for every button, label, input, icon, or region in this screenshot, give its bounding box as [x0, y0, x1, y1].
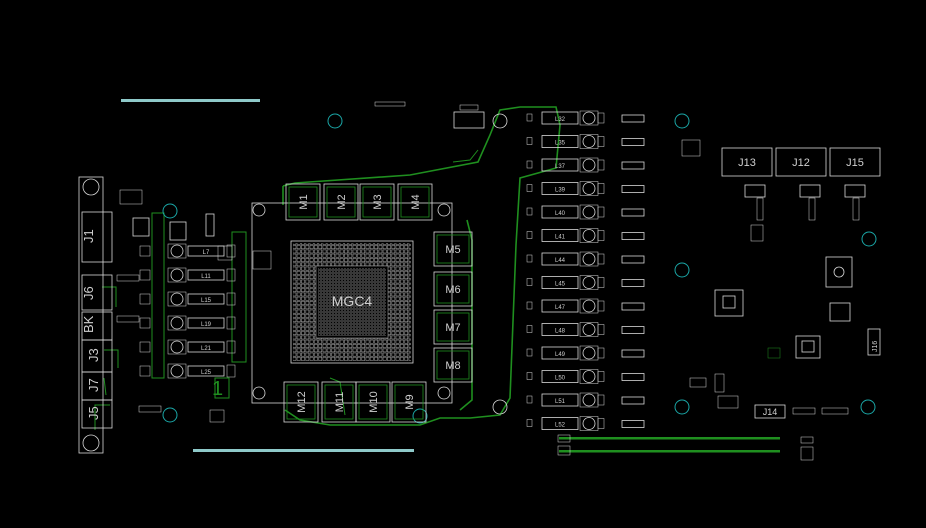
inductor: L39: [526, 181, 645, 196]
connector-label-j16: J16: [872, 341, 879, 352]
memory-chip-label: M6: [445, 284, 460, 296]
inductor-label: L37: [555, 164, 566, 170]
memory-chip: M6: [433, 271, 473, 307]
inductor-label: L41: [555, 235, 566, 241]
bus-bars: [121, 99, 814, 461]
connector-label-j5: J5: [86, 406, 101, 420]
right-components: J13 J12 J15 J16 J14: [681, 139, 881, 419]
memory-chip-label: M10: [368, 391, 380, 412]
connector-label-j12: J12: [792, 157, 810, 169]
inductor-label: L39: [555, 188, 566, 194]
memory-chip-label: M1: [298, 194, 310, 209]
inductor: L51: [526, 392, 645, 408]
gpu-label: MGC4: [332, 293, 373, 309]
left-connectors: J1 J6 BK J3 J7 J5: [78, 176, 113, 454]
inductor: L21: [139, 339, 236, 355]
inductor-label: L11: [201, 274, 211, 280]
memory-chip-label: M8: [445, 360, 460, 372]
memory-chip: M7: [433, 309, 473, 345]
memory-chip-label: M3: [372, 194, 384, 209]
inductor-label: L52: [555, 423, 566, 429]
connector-label-j1: J1: [81, 229, 96, 243]
inductor-label: L32: [555, 117, 566, 123]
connector-label-j3: J3: [86, 348, 101, 362]
memory-chip: M3: [359, 183, 395, 221]
inductor: L7: [139, 243, 236, 259]
memory-chip: M4: [397, 183, 433, 221]
inductor-label: L7: [203, 250, 210, 256]
gpu-package: MGC4: [251, 202, 453, 404]
inductor-label: L19: [201, 322, 212, 328]
memory-chip: M12: [283, 381, 319, 423]
connector-label-j6: J6: [81, 286, 96, 300]
mounting-holes: [162, 113, 877, 424]
inductor-label: L25: [201, 370, 212, 376]
memory-chip: M2: [323, 183, 359, 221]
memory-chip: M9: [391, 381, 427, 423]
inductor-label: L49: [555, 352, 566, 358]
connector-label-bk: BK: [81, 315, 96, 333]
inductor-label: L15: [201, 298, 212, 304]
inductor: L25: [139, 363, 236, 379]
pad-label: 1: [212, 378, 223, 400]
connector-label-j13: J13: [738, 157, 756, 169]
memory-chip-label: M5: [445, 244, 460, 256]
memory-chip: M1: [285, 183, 321, 221]
inductor-label: L45: [555, 282, 566, 288]
inductor: L49: [526, 345, 645, 361]
inductor: L44: [526, 251, 645, 267]
memory-chip: M10: [355, 381, 391, 423]
memory-chip-label: M7: [445, 322, 460, 334]
memory-chip-label: M9: [404, 394, 416, 409]
memory-chip-label: M11: [334, 392, 346, 413]
inductor-label: L47: [555, 305, 566, 311]
memory-chip: M5: [433, 231, 473, 267]
inductor: L15: [139, 291, 236, 307]
inductor: L52: [526, 416, 645, 431]
inductor-label: L44: [555, 258, 566, 264]
right-vrm: L32L35L37L39L40L41L44L45L47L48L49L50L51L…: [526, 110, 645, 431]
inductor: L11: [139, 267, 236, 283]
memory-chip: M8: [433, 347, 473, 383]
inductor: L19: [139, 315, 236, 331]
inductor: L50: [526, 369, 645, 384]
memory-chip: M11: [321, 381, 357, 423]
inductor-label: L40: [555, 211, 566, 217]
connector-label-j15: J15: [846, 157, 864, 169]
inductor: L35: [526, 134, 645, 149]
inductor: L47: [526, 298, 645, 314]
connector-label-j7: J7: [86, 378, 101, 392]
memory-chip-label: M12: [296, 391, 308, 412]
inductor: L32: [526, 110, 645, 126]
inductor-label: L51: [555, 399, 566, 405]
inductor-label: L50: [555, 376, 566, 382]
inductor-label: L21: [201, 346, 212, 352]
inductor: L37: [526, 157, 645, 173]
memory-chip-label: M2: [336, 194, 348, 209]
inductor: L45: [526, 275, 645, 290]
inductor: L48: [526, 322, 645, 337]
top-components: [116, 104, 485, 423]
connector-label-j14: J14: [763, 407, 778, 417]
inductor-label: L35: [555, 141, 566, 147]
inductor: L41: [526, 228, 645, 243]
inductor-label: L48: [555, 329, 566, 335]
memory-chip-label: M4: [410, 194, 422, 209]
inductor: L40: [526, 204, 645, 220]
